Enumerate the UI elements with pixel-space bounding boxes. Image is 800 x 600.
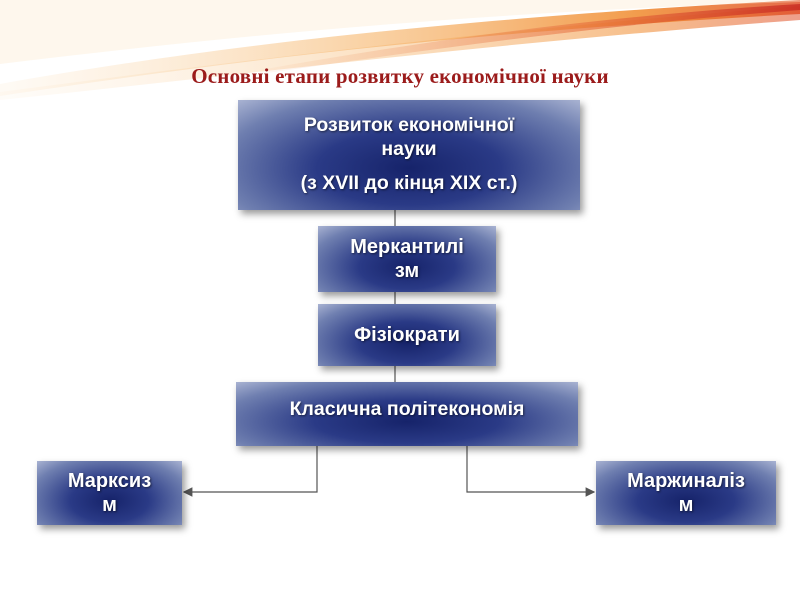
- main-line-2: науки: [381, 138, 437, 161]
- box-classical-political-economy: Класична політекономія: [236, 382, 578, 446]
- marxism-line-1: Марксиз: [67, 469, 152, 492]
- arrow-to-marxism: [182, 446, 318, 497]
- main-line-1: Розвиток економічної: [303, 114, 515, 137]
- main-period: (з XVІІ до кінця XІX ст.): [300, 171, 518, 194]
- slide-title: Основні етапи розвитку економічної науки: [191, 64, 609, 88]
- classical-label: Класична політекономія: [289, 398, 525, 421]
- header-decoration: [0, 0, 800, 100]
- marginalism-line-2: м: [678, 494, 694, 516]
- box-mercantilism: Меркантилі зм: [318, 226, 496, 292]
- marxism-line-2: м: [102, 494, 117, 516]
- box-marginalism: Маржиналіз м: [596, 461, 776, 525]
- mercantilism-line-2: зм: [394, 260, 420, 282]
- box-economic-science-development: Розвиток економічної науки (з XVІІ до кі…: [238, 100, 580, 210]
- physiocrats-label: Фізіократи: [354, 323, 460, 346]
- arrow-to-marginalism: [466, 446, 596, 497]
- marginalism-line-1: Маржиналіз: [627, 469, 745, 492]
- box-physiocrats: Фізіократи: [318, 304, 496, 366]
- box-marxism: Марксиз м: [37, 461, 182, 525]
- mercantilism-line-1: Меркантилі: [350, 235, 464, 258]
